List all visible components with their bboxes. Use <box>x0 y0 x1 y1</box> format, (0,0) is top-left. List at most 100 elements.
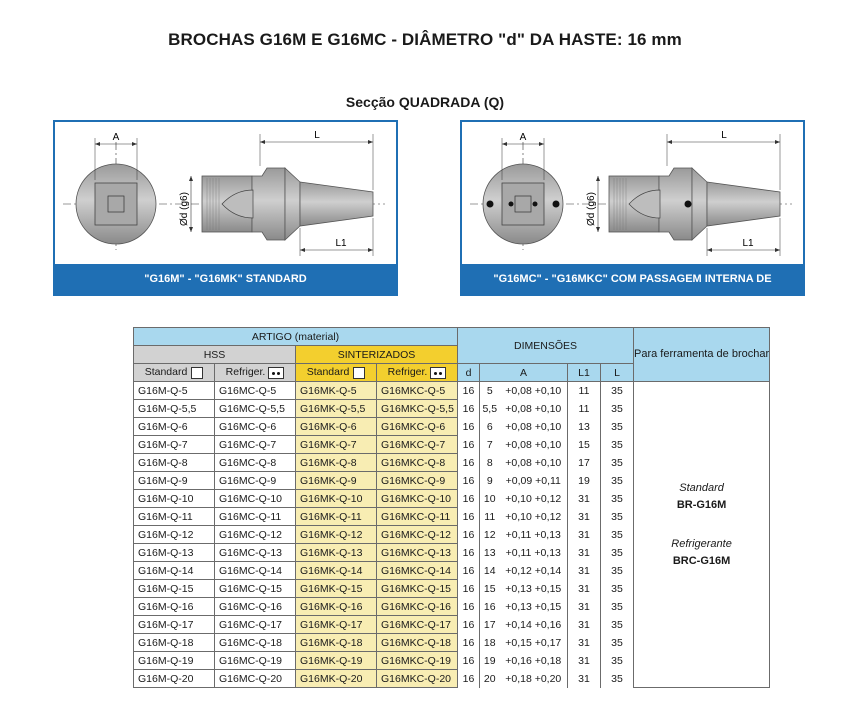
a-cell: 6 <box>479 417 500 436</box>
dimension-l1-label: L1 <box>335 238 347 249</box>
a-cell: 15 <box>479 579 500 598</box>
square-section-icon <box>191 366 204 379</box>
a-cell: 9 <box>479 471 500 490</box>
hss-standard-cell: G16M-Q-17 <box>133 615 215 634</box>
standard-note-label: Standard <box>679 482 724 494</box>
col-d-header: d <box>457 363 480 382</box>
l1-cell: 31 <box>567 525 601 544</box>
d-cell: 16 <box>457 381 480 400</box>
d-cell: 16 <box>457 417 480 436</box>
a-tolerance-cell: +0,11 +0,13 <box>499 543 568 562</box>
sint-refriger-cell: G16MKC-Q-17 <box>376 615 458 634</box>
sint-refriger-cell: G16MKC-Q-14 <box>376 561 458 580</box>
d-cell: 16 <box>457 489 480 508</box>
col-l1-header: L1 <box>567 363 601 382</box>
hss-refriger-cell: G16MC-Q-5 <box>214 381 296 400</box>
section-subtitle: Secção QUADRADA (Q) <box>345 94 505 110</box>
hss-refriger-cell: G16MC-Q-11 <box>214 507 296 526</box>
hss-refriger-cell: G16MC-Q-7 <box>214 435 296 454</box>
l1-cell: 31 <box>567 489 601 508</box>
dimension-l-label: L <box>314 130 320 141</box>
refriger-label: Refriger. <box>225 366 266 379</box>
refrigerante-note-code: BRC-G16M <box>672 555 731 567</box>
d-cell: 16 <box>457 651 480 670</box>
d-cell: 16 <box>457 543 480 562</box>
a-cell: 8 <box>479 453 500 472</box>
l-cell: 35 <box>600 597 634 616</box>
a-cell: 11 <box>479 507 500 526</box>
sint-standard-cell: G16MK-Q-7 <box>295 435 377 454</box>
a-tolerance-cell: +0,08 +0,10 <box>499 417 568 436</box>
sint-standard-cell: G16MK-Q-10 <box>295 489 377 508</box>
sint-standard-cell: G16MK-Q-8 <box>295 453 377 472</box>
d-cell: 16 <box>457 633 480 652</box>
sint-refriger-cell: G16MKC-Q-6 <box>376 417 458 436</box>
a-tolerance-cell: +0,15 +0,17 <box>499 633 568 652</box>
hss-standard-cell: G16M-Q-7 <box>133 435 215 454</box>
sint-refriger-cell: G16MKC-Q-12 <box>376 525 458 544</box>
hss-refriger-cell: G16MC-Q-10 <box>214 489 296 508</box>
l-cell: 35 <box>600 561 634 580</box>
a-tolerance-cell: +0,16 +0,18 <box>499 651 568 670</box>
l-cell: 35 <box>600 669 634 688</box>
hss-standard-cell: G16M-Q-9 <box>133 471 215 490</box>
a-cell: 12 <box>479 525 500 544</box>
sint-standard-cell: G16MK-Q-17 <box>295 615 377 634</box>
d-cell: 16 <box>457 669 480 688</box>
sint-standard-cell: G16MK-Q-15 <box>295 579 377 598</box>
l1-cell: 13 <box>567 417 601 436</box>
l-cell: 35 <box>600 453 634 472</box>
sint-standard-cell: G16MK-Q-9 <box>295 471 377 490</box>
l-cell: 35 <box>600 381 634 400</box>
l-cell: 35 <box>600 507 634 526</box>
coolant-holes-icon <box>268 366 285 379</box>
sint-standard-cell: G16MK-Q-13 <box>295 543 377 562</box>
col-l-header: L <box>600 363 634 382</box>
l-cell: 35 <box>600 633 634 652</box>
a-tolerance-cell: +0,08 +0,10 <box>499 435 568 454</box>
hss-standard-cell: G16M-Q-6 <box>133 417 215 436</box>
hss-standard-cell: G16M-Q-8 <box>133 453 215 472</box>
coolant-holes-icon <box>430 366 447 379</box>
sint-standard-cell: G16MK-Q-11 <box>295 507 377 526</box>
hss-refriger-cell: G16MC-Q-18 <box>214 633 296 652</box>
d-cell: 16 <box>457 561 480 580</box>
a-tolerance-cell: +0,08 +0,10 <box>499 453 568 472</box>
d-cell: 16 <box>457 579 480 598</box>
hss-header: HSS <box>133 345 296 364</box>
square-section-icon <box>353 366 366 379</box>
page-title: BROCHAS G16M E G16MC - DIÂMETRO "d" DA H… <box>168 30 682 49</box>
sint-refriger-cell: G16MKC-Q-18 <box>376 633 458 652</box>
para-ferramenta-header: Para ferramenta de brochar <box>632 327 771 382</box>
l1-cell: 15 <box>567 435 601 454</box>
l-cell: 35 <box>600 615 634 634</box>
a-tolerance-cell: +0,08 +0,10 <box>499 399 568 418</box>
a-cell: 18 <box>479 633 500 652</box>
l1-cell: 11 <box>567 381 601 400</box>
drawing-panel-standard: A Ød (g6) L L1 "G16M" - "G16MK" STANDARD <box>53 120 398 296</box>
dimension-a-label: A <box>113 132 120 143</box>
hss-standard-header: Standard <box>133 363 215 382</box>
l1-cell: 31 <box>567 651 601 670</box>
hss-refriger-cell: G16MC-Q-19 <box>214 651 296 670</box>
sint-refriger-cell: G16MKC-Q-5 <box>376 381 458 400</box>
l1-cell: 31 <box>567 507 601 526</box>
panel-caption-standard: "G16M" - "G16MK" STANDARD <box>55 264 396 294</box>
hss-refriger-cell: G16MC-Q-17 <box>214 615 296 634</box>
hss-standard-cell: G16M-Q-15 <box>133 579 215 598</box>
dimensoes-header: DIMENSÕES <box>457 327 634 364</box>
sint-refriger-cell: G16MKC-Q-15 <box>376 579 458 598</box>
a-tolerance-cell: +0,08 +0,10 <box>499 381 568 400</box>
l-cell: 35 <box>600 471 634 490</box>
a-tolerance-cell: +0,12 +0,14 <box>499 561 568 580</box>
sint-refriger-cell: G16MKC-Q-20 <box>376 669 458 688</box>
sint-refriger-header: Refriger. <box>376 363 458 382</box>
d-cell: 16 <box>457 507 480 526</box>
hss-refriger-cell: G16MC-Q-16 <box>214 597 296 616</box>
hss-standard-cell: G16M-Q-5,5 <box>133 399 215 418</box>
